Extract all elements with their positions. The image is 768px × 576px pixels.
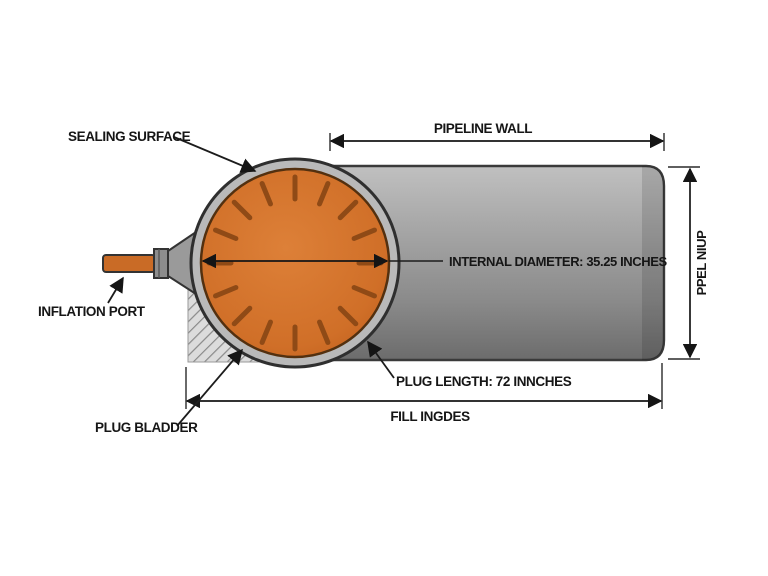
pipeline-end-shading	[642, 166, 664, 360]
sealing-surface-label: SEALING SURFACE	[68, 129, 191, 144]
fill-length-label: FILL INGDES	[390, 409, 470, 424]
inflation-port-label: INFLATION PORT	[38, 304, 146, 319]
pipe-vertical-label: PPEL NIUP	[694, 230, 709, 296]
inflation-port-leader	[107, 276, 124, 304]
inflation-port-stem	[102, 254, 156, 273]
sealing-surface-leader	[173, 136, 257, 173]
internal-diameter-label: INTERNAL DIAMETER: 35.25 INCHES	[449, 254, 668, 269]
plug-length-label: PLUG LENGTH: 72 INNCHES	[396, 374, 572, 389]
plug-bladder-label: PLUG BLADDER	[95, 420, 198, 435]
plug-length-leader	[367, 340, 395, 379]
inflation-port-collar	[153, 248, 169, 279]
plug-bladder-leader	[176, 348, 243, 427]
pipeline-wall-label: PIPELINE WALL	[434, 121, 532, 136]
